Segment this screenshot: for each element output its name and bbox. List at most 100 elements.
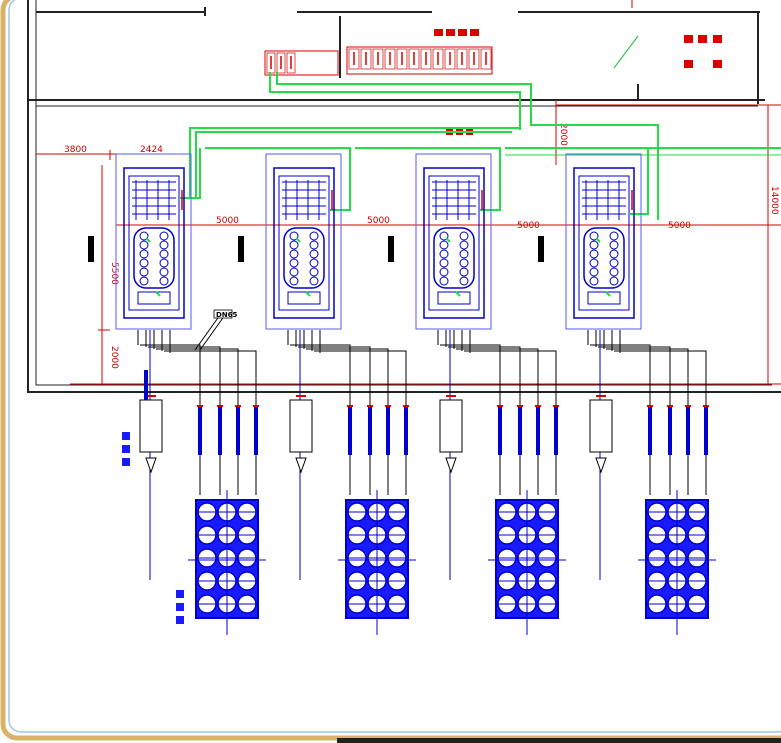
cylinder bbox=[609, 231, 619, 241]
cabinet-cell bbox=[444, 48, 456, 70]
cabinet-cell bbox=[468, 48, 480, 70]
blue-label-glyphs bbox=[122, 432, 184, 624]
generator-body bbox=[278, 175, 330, 311]
cylinder bbox=[159, 267, 169, 277]
cylinder bbox=[459, 231, 469, 241]
building-walls bbox=[27, 0, 781, 393]
room-label-glyphs bbox=[434, 29, 722, 135]
generator-base bbox=[423, 167, 485, 319]
detail-mark bbox=[595, 237, 601, 243]
day-tank bbox=[439, 399, 463, 453]
cable-drop bbox=[464, 350, 557, 495]
cabinet-cell bbox=[286, 52, 296, 74]
cylinder bbox=[309, 258, 319, 268]
inner-wall-line bbox=[35, 0, 772, 386]
alternator bbox=[137, 291, 171, 305]
cylinder bbox=[439, 276, 449, 286]
cylinder bbox=[159, 231, 169, 241]
cabinet-cell bbox=[432, 48, 444, 70]
cabinet-cell bbox=[360, 48, 372, 70]
day-tank-valve bbox=[145, 457, 157, 474]
cable-drop bbox=[606, 348, 689, 495]
cylinder bbox=[439, 267, 449, 277]
dim-5500: 5500 bbox=[109, 262, 119, 285]
cylinder bbox=[439, 249, 449, 259]
generator-base bbox=[123, 167, 185, 319]
cylinder bbox=[309, 249, 319, 259]
dim-2000-side: 2000 bbox=[109, 346, 119, 369]
cable-drop bbox=[156, 348, 239, 495]
cylinder bbox=[589, 249, 599, 259]
unit-label-glyphs bbox=[388, 236, 394, 262]
cabinet-cell bbox=[456, 48, 468, 70]
cable-tag-label: DN65 bbox=[216, 311, 238, 319]
cylinder bbox=[439, 231, 449, 241]
frame-blue-border bbox=[8, 0, 781, 733]
cabinet-cell bbox=[480, 48, 492, 70]
detail-mark bbox=[155, 291, 161, 297]
generator-body bbox=[128, 175, 180, 311]
cylinder bbox=[139, 276, 149, 286]
cabinet-cell bbox=[396, 48, 408, 70]
cylinder bbox=[609, 267, 619, 277]
cylinder bbox=[459, 240, 469, 250]
cylinder bbox=[289, 231, 299, 241]
day-tank bbox=[139, 399, 163, 453]
cylinder bbox=[589, 276, 599, 286]
cylinder bbox=[159, 258, 169, 268]
engine-block bbox=[283, 227, 325, 289]
generator-outer-frame bbox=[565, 153, 642, 330]
cylinder bbox=[289, 240, 299, 250]
dimension-lines bbox=[36, 0, 781, 385]
cylinder bbox=[609, 240, 619, 250]
generator-unit bbox=[88, 153, 266, 635]
detail-mark bbox=[605, 291, 611, 297]
dim-5000-d: 5000 bbox=[668, 221, 691, 231]
generator-outer-frame bbox=[115, 153, 192, 330]
alternator bbox=[587, 291, 621, 305]
detail-mark bbox=[455, 291, 461, 297]
cylinder bbox=[459, 249, 469, 259]
cylinder bbox=[139, 267, 149, 277]
dim-5000-b: 5000 bbox=[367, 216, 390, 226]
cylinder bbox=[289, 258, 299, 268]
cable-drop bbox=[456, 348, 539, 495]
detail-mark bbox=[445, 237, 451, 243]
cylinder bbox=[459, 276, 469, 286]
unit-label-glyphs bbox=[538, 236, 544, 262]
cylinder bbox=[589, 240, 599, 250]
cylinder bbox=[609, 258, 619, 268]
generator-outer-frame bbox=[265, 153, 342, 330]
cylinder bbox=[309, 231, 319, 241]
cabinet-group-left bbox=[264, 50, 339, 76]
cable-tag: DN65 bbox=[194, 309, 238, 351]
cylinder bbox=[159, 240, 169, 250]
cylinder bbox=[589, 267, 599, 277]
cylinder bbox=[609, 249, 619, 259]
cylinder bbox=[589, 258, 599, 268]
day-tank bbox=[289, 399, 313, 453]
engine-block bbox=[433, 227, 475, 289]
cylinder bbox=[309, 276, 319, 286]
unit-label-glyphs bbox=[88, 236, 94, 262]
alternator bbox=[287, 291, 321, 305]
cabinet-cells bbox=[266, 48, 492, 74]
cable-drop bbox=[314, 350, 407, 495]
engine-block bbox=[583, 227, 625, 289]
cable-drop bbox=[614, 350, 707, 495]
day-tank-valve bbox=[295, 457, 307, 474]
switchgear-cabinets bbox=[264, 29, 722, 135]
cabinet-cell bbox=[348, 48, 360, 70]
engine-block bbox=[133, 227, 175, 289]
cylinder bbox=[459, 267, 469, 277]
day-tank-valve bbox=[595, 457, 607, 474]
cylinder bbox=[609, 276, 619, 286]
unit-label-glyphs bbox=[238, 236, 244, 262]
generator-body bbox=[578, 175, 630, 311]
cylinder bbox=[309, 267, 319, 277]
cabinet-cell bbox=[372, 48, 384, 70]
dim-14000: 14000 bbox=[769, 186, 779, 215]
